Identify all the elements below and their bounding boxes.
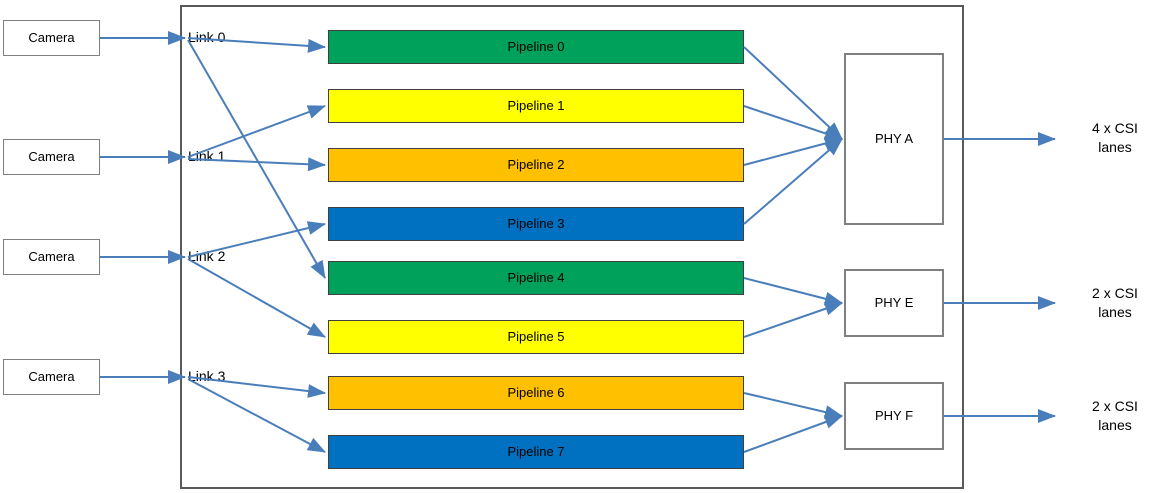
- pipeline-box-1[interactable]: Pipeline 1: [328, 89, 744, 123]
- phy-label: PHY E: [874, 294, 914, 310]
- link-label-0: Link 0: [188, 29, 226, 45]
- csi-output-label-1: 2 x CSI lanes: [1092, 285, 1138, 320]
- camera-box-3[interactable]: Camera: [3, 359, 100, 395]
- phy-box-e[interactable]: PHY E: [844, 269, 944, 337]
- camera-label: Camera: [28, 368, 75, 384]
- pipeline-label: Pipeline 1: [507, 97, 565, 113]
- phy-box-a[interactable]: PHY A: [844, 53, 944, 225]
- pipeline-label: Pipeline 7: [507, 443, 565, 459]
- pipeline-label: Pipeline 4: [507, 269, 565, 285]
- camera-label: Camera: [28, 248, 75, 264]
- pipeline-box-2[interactable]: Pipeline 2: [328, 148, 744, 182]
- link-label-3: Link 3: [188, 368, 226, 384]
- phy-box-f[interactable]: PHY F: [844, 382, 944, 450]
- pipeline-box-0[interactable]: Pipeline 0: [328, 30, 744, 64]
- pipeline-box-5[interactable]: Pipeline 5: [328, 320, 744, 354]
- csi-output-label-0: 4 x CSI lanes: [1092, 120, 1138, 155]
- pipeline-box-7[interactable]: Pipeline 7: [328, 435, 744, 469]
- camera-label: Camera: [28, 148, 75, 164]
- pipeline-label: Pipeline 0: [507, 38, 565, 54]
- camera-box-0[interactable]: Camera: [3, 20, 100, 56]
- pipeline-label: Pipeline 2: [507, 156, 565, 172]
- phy-label: PHY F: [874, 407, 914, 423]
- camera-box-2[interactable]: Camera: [3, 239, 100, 275]
- csi-output-label-2: 2 x CSI lanes: [1092, 398, 1138, 433]
- link-label-1: Link 1: [188, 148, 226, 164]
- camera-label: Camera: [28, 29, 75, 45]
- pipeline-label: Pipeline 3: [507, 215, 565, 231]
- pipeline-box-6[interactable]: Pipeline 6: [328, 376, 744, 410]
- link-label-2: Link 2: [188, 248, 226, 264]
- pipeline-box-3[interactable]: Pipeline 3: [328, 207, 744, 241]
- camera-box-1[interactable]: Camera: [3, 139, 100, 175]
- soc-frame: [180, 5, 964, 489]
- phy-label: PHY A: [874, 130, 914, 146]
- pipeline-box-4[interactable]: Pipeline 4: [328, 261, 744, 295]
- pipeline-label: Pipeline 5: [507, 328, 565, 344]
- pipeline-label: Pipeline 6: [507, 384, 565, 400]
